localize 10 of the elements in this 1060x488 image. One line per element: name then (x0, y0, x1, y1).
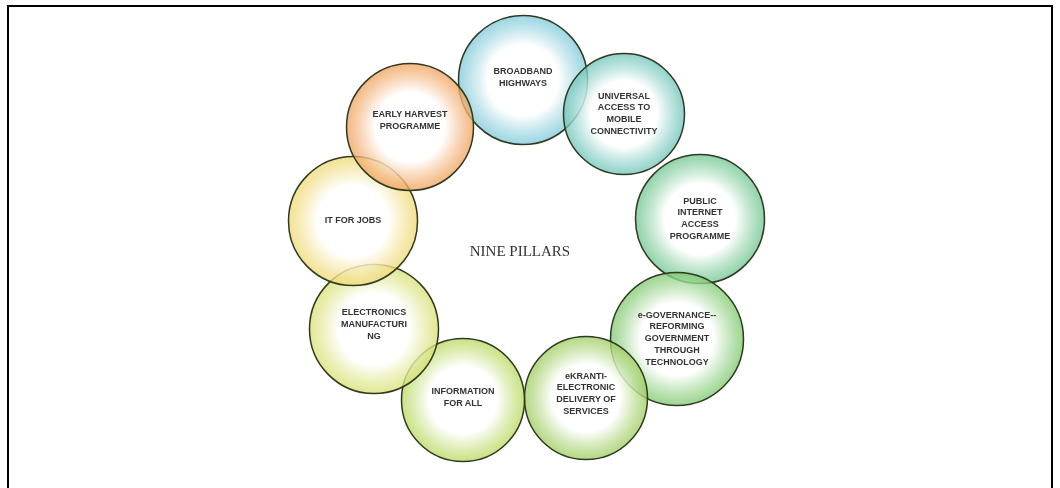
pillar-label: INFORMATION FOR ALL (430, 386, 496, 410)
pillar-label: UNIVERSAL ACCESS TO MOBILE CONNECTIVITY (589, 90, 659, 138)
pillar-label: ELECTRONICS MANUFACTURING (341, 307, 407, 343)
pillar-label: BROADBAND HIGHWAYS (492, 66, 554, 90)
pillar-label: PUBLIC INTERNET ACCESS PROGRAMME (668, 195, 732, 243)
pillar-label: EARLY HARVEST PROGRAMME (371, 109, 449, 133)
pillar-label: e-GOVERNANCE--REFORMING GOVERNMENT THROUGH TECHNOLOGY (636, 309, 718, 369)
pillar-label: IT FOR JOBS (323, 215, 383, 227)
diagram-title: NINE PILLARS (468, 243, 572, 260)
pillar-label: eKRANTI-ELECTRONIC DELIVERY OF SERVICES (555, 370, 617, 418)
